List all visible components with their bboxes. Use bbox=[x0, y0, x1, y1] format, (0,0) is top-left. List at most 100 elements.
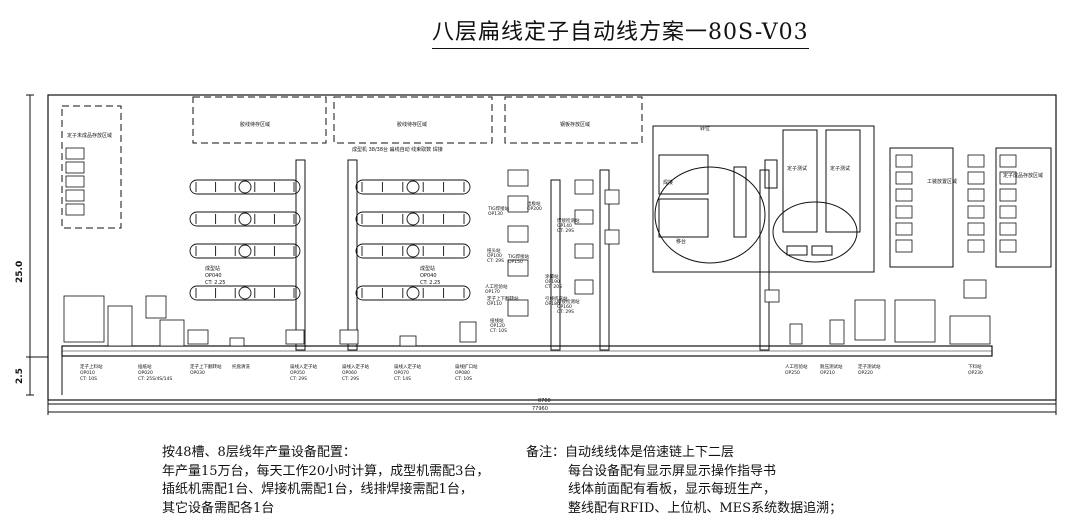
equipment-block bbox=[159, 319, 185, 347]
storage-rack bbox=[65, 175, 85, 188]
note-right-line: 线体前面配有看板，显示每班生产， bbox=[568, 482, 777, 497]
station-label-line: OP210 bbox=[820, 370, 835, 376]
zone-right-storage-b bbox=[995, 147, 1052, 268]
station-label-line: CT: 29S bbox=[557, 228, 574, 234]
station-label-line: 人工检验站 bbox=[785, 363, 808, 370]
zone-label-move: 移台 bbox=[676, 238, 686, 245]
zone-label-left: 定子未成品存放区域 bbox=[67, 132, 112, 139]
annotation-ctx-mid-code: OP040 bbox=[420, 273, 437, 279]
equipment-block bbox=[63, 295, 105, 343]
equipment-block bbox=[949, 315, 991, 345]
note-left-line: 插纸机需配1台、焊接机需配1台，线排焊接需配1台， bbox=[162, 482, 473, 497]
zone-left-storage bbox=[61, 105, 122, 229]
station-label-line: CT: 29S bbox=[557, 309, 574, 315]
equipment-block bbox=[894, 299, 936, 343]
annotation-ctx-mid-ct: CT: 2.25 bbox=[420, 280, 440, 286]
storage-rack bbox=[999, 222, 1017, 236]
station-label-line: OP070 bbox=[394, 370, 409, 376]
annotation-form-main: 成型机 38/38台 扁线自动 线束取数 焊接 bbox=[352, 146, 443, 153]
equipment-block bbox=[574, 179, 594, 195]
station-label-line: CT: 14S bbox=[394, 376, 411, 382]
note-right-line: 每台设备配有显示屏显示操作指导书 bbox=[568, 463, 777, 479]
equipment-block bbox=[574, 243, 594, 259]
station-label-line: OP170 bbox=[485, 289, 500, 295]
equipment-block bbox=[107, 305, 133, 347]
equipment-block bbox=[285, 329, 305, 345]
station-label-line: 插纸站 bbox=[138, 363, 152, 370]
station-label-line: OP010 bbox=[80, 370, 95, 376]
zone-label-formed-a: 定子测试 bbox=[787, 165, 807, 172]
robot-room bbox=[652, 125, 875, 273]
forming-machine bbox=[189, 179, 301, 195]
storage-rack bbox=[895, 188, 913, 202]
forming-machine bbox=[355, 285, 471, 301]
storage-rack bbox=[895, 222, 913, 236]
workshop-boundary bbox=[47, 94, 1057, 401]
station-label-line: 定子测试站 bbox=[858, 363, 881, 370]
forming-machine bbox=[189, 285, 301, 301]
equipment-block bbox=[854, 299, 886, 341]
forming-machine bbox=[355, 211, 471, 227]
storage-rack bbox=[999, 171, 1017, 185]
station-label-line: OP200 bbox=[527, 206, 542, 212]
station-label-line: OP100 bbox=[487, 253, 502, 259]
zone-label-formed-b: 定子测试 bbox=[830, 165, 850, 172]
station-label-line: 扭头站 bbox=[487, 247, 501, 254]
station-label-line: 出板站 bbox=[527, 200, 541, 207]
zone-label-top-c: 钢板存放区域 bbox=[560, 121, 590, 128]
station-label: 托盘清洗 bbox=[232, 363, 250, 370]
storage-rack bbox=[65, 203, 85, 216]
equipment-block bbox=[829, 319, 845, 345]
station-label-line: 焊接检测站 bbox=[557, 298, 580, 305]
equipment-block bbox=[574, 279, 594, 295]
station-label-line: CT: 29S bbox=[290, 376, 307, 382]
station-label-line: 扭线站 bbox=[490, 317, 504, 324]
forming-machine bbox=[189, 211, 301, 227]
station-label-line: OP110 bbox=[487, 301, 502, 307]
dim-height-main: 25.0 bbox=[15, 261, 25, 283]
station-label-line: 焊接检测站 bbox=[557, 217, 580, 224]
station-label-line: 下料站 bbox=[968, 363, 982, 370]
zone-top-b bbox=[333, 96, 493, 144]
equipment-block bbox=[507, 299, 529, 317]
station-label-line: OP050 bbox=[290, 370, 305, 376]
notes-left: 按48槽、8层线年产量设备配置： 年产量15万台，每天工作20小时计算，成型机需… bbox=[162, 444, 489, 518]
annotation-ctx-left-code: OP040 bbox=[205, 273, 222, 279]
station-label-line: OP080 bbox=[455, 370, 470, 376]
station-label-line: CT: 10S bbox=[455, 376, 472, 382]
station-label-line: OP140 bbox=[557, 223, 572, 229]
annotation-ctx-left-ct: CT: 2.25 bbox=[205, 280, 225, 286]
zone-label-right-a: 工装放置区域 bbox=[927, 178, 957, 185]
equipment-block bbox=[507, 195, 529, 213]
note-right-line: 备注：自动线线体是倍速链上下二层 bbox=[526, 445, 735, 460]
station-label-line: 扁线入定子站 bbox=[342, 363, 369, 370]
station-label-line: 定子上下翻转站 bbox=[190, 363, 222, 370]
equipment-block bbox=[399, 335, 417, 347]
dim-width-inner: 8700 bbox=[538, 398, 551, 404]
storage-rack bbox=[895, 171, 913, 185]
forming-machine bbox=[355, 243, 471, 259]
storage-rack bbox=[999, 154, 1017, 168]
station-label-line: OP220 bbox=[858, 370, 873, 376]
page-title: 八层扁线定子自动线方案一80S-V03 bbox=[432, 14, 809, 49]
station-label-line: OP250 bbox=[785, 370, 800, 376]
equipment-block bbox=[963, 279, 987, 299]
station-label-line: 扁线入定子站 bbox=[290, 363, 317, 370]
station-label-line: 定子上下翻转站 bbox=[487, 295, 519, 302]
station-label-line: CT: 20S bbox=[545, 284, 562, 290]
zone-right-storage bbox=[889, 147, 954, 268]
note-left-line: 其它设备需配各1台 bbox=[162, 500, 275, 516]
storage-rack bbox=[967, 222, 985, 236]
zone-label-robot: 转位 bbox=[700, 125, 710, 132]
storage-rack bbox=[967, 154, 985, 168]
equipment-block bbox=[507, 259, 529, 277]
station-label-line: OP180 bbox=[545, 301, 560, 307]
